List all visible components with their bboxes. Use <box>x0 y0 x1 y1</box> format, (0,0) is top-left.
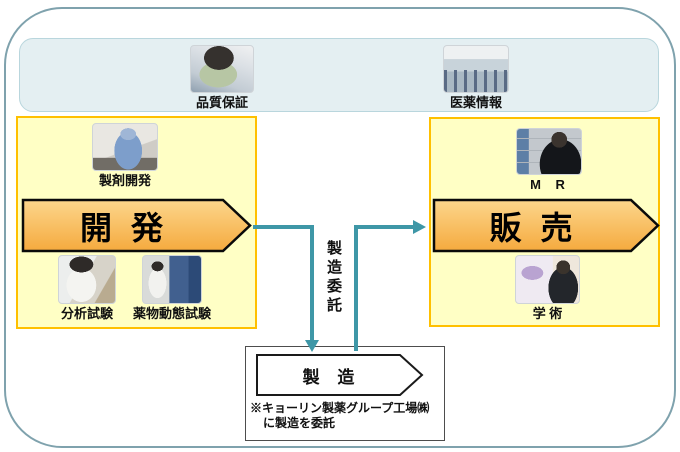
sales-title: 販 売 <box>489 209 574 246</box>
mr-figure: M R <box>516 128 582 192</box>
manufacturing-banner <box>256 354 424 396</box>
manufacturing-note-line2: に製造を委託 <box>263 416 336 430</box>
pharmacokinetics-test-figure: 薬物動態試験 <box>133 255 211 321</box>
mr-label: M R <box>530 177 568 192</box>
sales-banner <box>432 198 660 253</box>
pharmacokinetics-test-label: 薬物動態試験 <box>133 306 212 321</box>
formulation-development-figure: 製剤開発 <box>92 123 158 188</box>
quality-assurance-label: 品質保証 <box>195 95 248 110</box>
analysis-test-label: 分析試験 <box>60 306 113 321</box>
academic-figure: 学 術 <box>515 255 580 321</box>
medical-information-label: 医薬情報 <box>449 95 502 110</box>
quality-assurance-photo <box>190 45 254 93</box>
pharmacokinetics-test-photo <box>142 255 202 304</box>
formulation-development-label: 製剤開発 <box>98 173 151 188</box>
support-functions-bar <box>19 38 659 112</box>
manufacturing-title: 製 造 <box>302 367 356 387</box>
development-banner <box>21 198 252 253</box>
academic-photo <box>515 255 580 304</box>
manufacturing-note: ※キョーリン製薬グループ工場㈱ に製造を委託 <box>250 401 429 431</box>
medical-information-figure: 医薬情報 <box>443 45 509 110</box>
analysis-test-photo <box>58 255 116 304</box>
quality-assurance-figure: 品質保証 <box>190 45 254 110</box>
development-title: 開 発 <box>80 209 164 246</box>
medical-information-photo <box>443 45 509 93</box>
analysis-test-figure: 分析試験 <box>58 255 116 321</box>
formulation-development-photo <box>92 123 158 171</box>
manufacturing-note-line1: ※キョーリン製薬グループ工場㈱ <box>250 401 430 415</box>
mr-photo <box>516 128 582 175</box>
academic-label: 学 術 <box>532 306 563 321</box>
outsourcing-label: 製造委託 <box>325 240 342 316</box>
